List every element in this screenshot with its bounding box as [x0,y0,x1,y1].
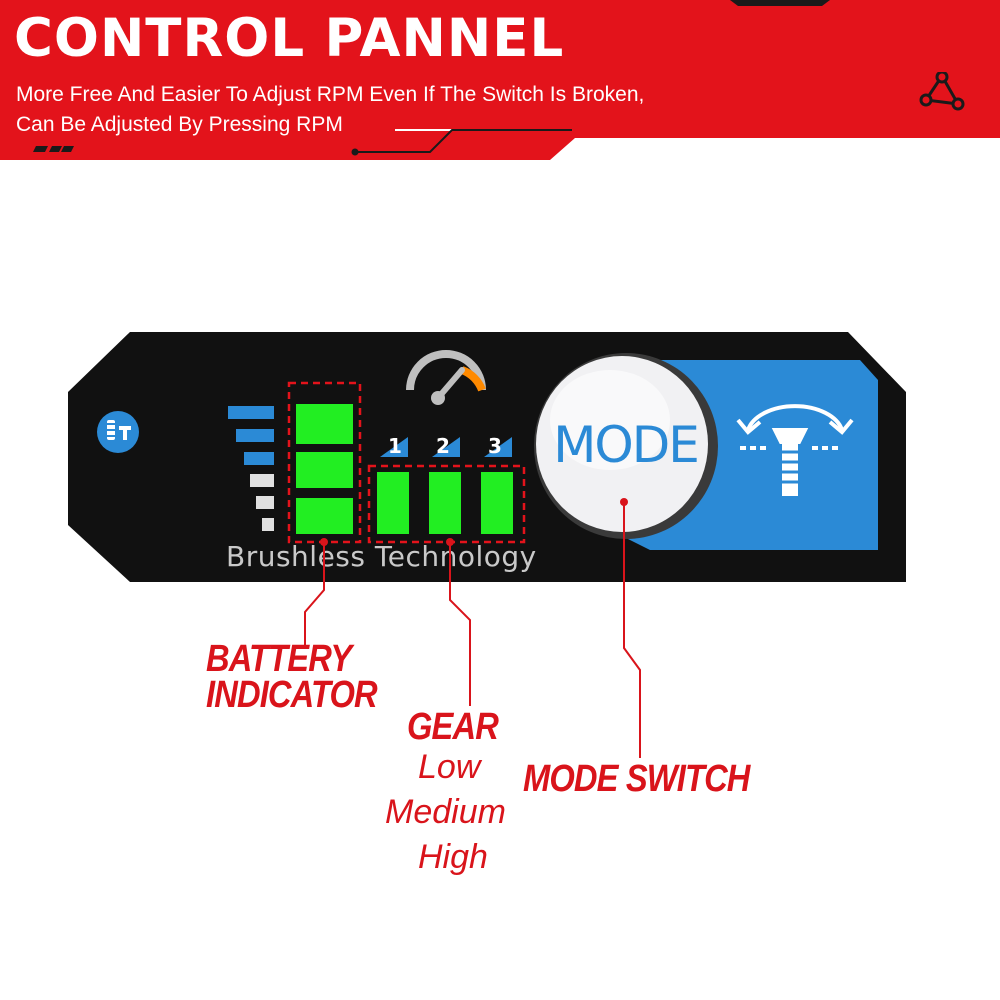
torque-icon [97,411,139,453]
control-panel [68,332,906,582]
mode-switch-label: MODE SWITCH [523,758,750,800]
gear-level-low: Low [418,748,481,786]
header-banner [0,0,1000,160]
gear-number-1: 1 [388,434,402,458]
brand-text: Brushless Technology [226,540,537,573]
gear-number-2: 2 [436,434,450,458]
network-icon [919,72,965,111]
mode-button[interactable]: MODE [553,416,700,474]
gear-indicator-highlight [367,464,526,544]
gear-indicator-leds [377,472,513,534]
banner-subtitle-line-1: More Free And Easier To Adjust RPM Even … [16,83,645,106]
page-title: CONTROL PANNEL [14,8,565,69]
gear-label: GEAR [407,706,499,748]
battery-indicator-label-line-2: INDICATOR [206,674,378,716]
battery-indicator-leds [296,404,353,534]
mode-button-shape [534,353,718,539]
banner-subtitle-line-2: Can Be Adjusted By Pressing RPM [16,113,343,136]
battery-indicator-label-line-1: BATTERY [206,638,352,680]
gear-level-markers [380,437,512,457]
gear-level-high: High [418,838,488,876]
screw-rotation-icon [736,404,854,496]
speedometer-icon [406,350,486,405]
gear-number-3: 3 [488,434,502,458]
gear-level-medium: Medium [385,793,506,831]
battery-level-bars [228,406,274,531]
